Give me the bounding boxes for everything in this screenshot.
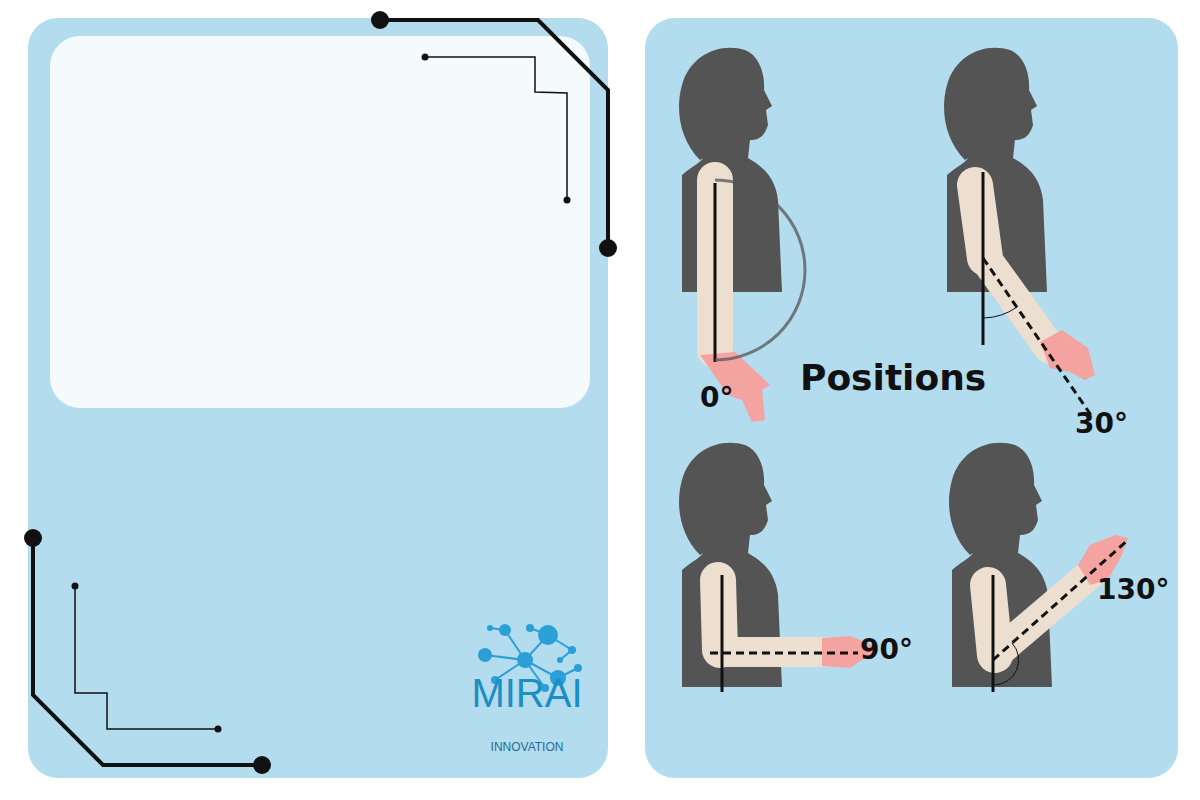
panel-heading: Positions bbox=[800, 360, 1000, 396]
logo-subword: INNOVATION bbox=[447, 741, 607, 753]
figure-0-degrees bbox=[679, 48, 805, 422]
left-panel bbox=[28, 18, 608, 778]
circuit-lines bbox=[33, 20, 608, 765]
circuit-dots bbox=[24, 11, 617, 774]
angle-label: 130° bbox=[1097, 576, 1177, 604]
right-panel bbox=[645, 18, 1178, 778]
angle-label: 0° bbox=[700, 384, 760, 412]
figure-130-degrees bbox=[949, 443, 1128, 692]
angle-label: 90° bbox=[860, 636, 940, 664]
figure-90-degrees bbox=[679, 443, 875, 692]
logo-word: MIRAI bbox=[447, 673, 607, 713]
angle-label: 30° bbox=[1075, 410, 1155, 438]
blank-card bbox=[50, 36, 590, 408]
